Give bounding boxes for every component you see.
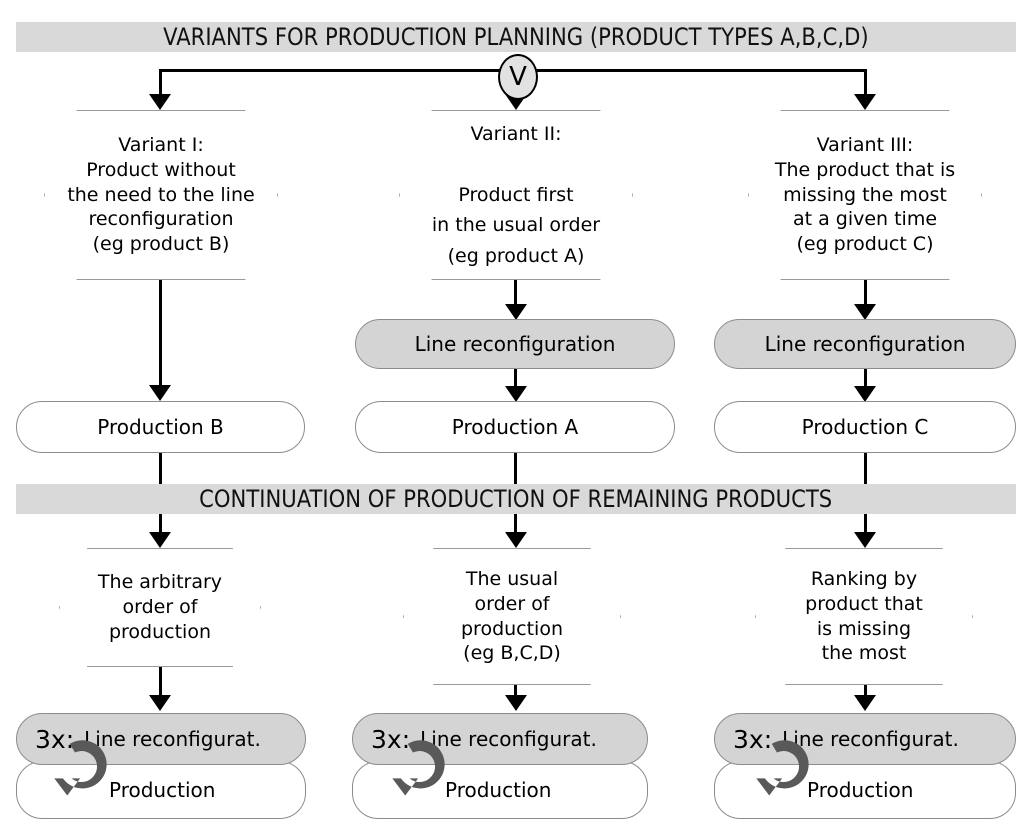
bus-arrow-left <box>149 94 171 110</box>
connector-orderhex3-to-loop <box>864 683 867 695</box>
arrow-v3-to-reconfiguration <box>854 304 876 320</box>
production-box-3-label: Production C <box>801 415 929 439</box>
connector-reconfiguration3-to-production <box>864 369 867 389</box>
order-hex-3[interactable]: Ranking by product that is missing the m… <box>755 548 973 685</box>
connector-reconfiguration2-to-production <box>514 369 517 389</box>
connector-v3-to-reconfiguration <box>864 278 867 306</box>
variant-hex-2[interactable]: Variant II: Product first in the usual o… <box>399 110 633 280</box>
reconfiguration-box-2[interactable]: Line reconfiguration <box>355 319 675 369</box>
bus-drop-left <box>159 69 162 99</box>
connector-banner-to-orderhex-3 <box>864 514 867 532</box>
loop-production-box-3[interactable]: Production <box>714 761 1016 819</box>
continuation-banner: CONTINUATION OF PRODUCTION OF REMAINING … <box>16 484 1016 514</box>
connector-banner-to-orderhex-1 <box>159 514 162 532</box>
loop-multiplier-1: 3x: <box>35 724 75 754</box>
connector-orderhex2-to-loop <box>514 683 517 695</box>
variant-hex-3-label: Variant III: The product that is missing… <box>774 134 956 256</box>
title-banner: VARIANTS FOR PRODUCTION PLANNING (PRODUC… <box>16 22 1016 52</box>
connector-orderhex1-to-loop <box>159 665 162 695</box>
variant-hex-2-label: Variant II: Product first in the usual o… <box>431 123 601 267</box>
loop-group-3: 3x: Line reconfigurat. Production <box>714 713 1016 823</box>
loop-reconfiguration-label-1: Line reconfigurat. <box>84 727 261 751</box>
production-box-3[interactable]: Production C <box>714 401 1016 453</box>
connector-banner-to-orderhex-2 <box>514 514 517 532</box>
reconfiguration-box-2-label: Line reconfiguration <box>414 332 616 356</box>
order-hex-1[interactable]: The arbitrary order of production <box>59 548 261 667</box>
continuation-banner-label: CONTINUATION OF PRODUCTION OF REMAINING … <box>199 485 833 513</box>
loop-multiplier-3: 3x: <box>733 724 773 754</box>
reconfiguration-box-3-label: Line reconfiguration <box>764 332 966 356</box>
arrow-banner-to-orderhex-2 <box>505 532 527 548</box>
loop-production-box-1[interactable]: Production <box>16 761 306 819</box>
loop-production-box-2[interactable]: Production <box>352 761 648 819</box>
loop-group-2: 3x: Line reconfigurat. Production <box>352 713 648 823</box>
variant-hex-1[interactable]: Variant I: Product without the need to t… <box>44 110 278 280</box>
production-box-2[interactable]: Production A <box>355 401 675 453</box>
arrow-reconfiguration2-to-production <box>505 386 527 402</box>
loop-reconfiguration-label-2: Line reconfigurat. <box>420 727 597 751</box>
or-junction-node: V <box>498 54 538 100</box>
loop-production-label-1: Production <box>109 778 216 802</box>
loop-reconfiguration-box-3[interactable]: 3x: Line reconfigurat. <box>714 713 1016 765</box>
connector-production2-to-banner <box>514 453 517 488</box>
loop-production-label-3: Production <box>807 778 914 802</box>
variant-hex-1-label: Variant I: Product without the need to t… <box>67 134 255 256</box>
arrow-banner-to-orderhex-1 <box>149 532 171 548</box>
loop-reconfiguration-label-3: Line reconfigurat. <box>782 727 959 751</box>
order-hex-2[interactable]: The usual order of production (eg B,C,D) <box>403 548 621 685</box>
production-box-1-label: Production B <box>97 415 224 439</box>
arrow-banner-to-orderhex-3 <box>854 532 876 548</box>
arrow-orderhex1-to-loop <box>149 695 171 711</box>
reconfiguration-box-3[interactable]: Line reconfiguration <box>714 319 1016 369</box>
bus-arrow-right <box>854 94 876 110</box>
production-box-2-label: Production A <box>451 415 579 439</box>
loop-group-1: 3x: Line reconfigurat. Production <box>16 713 306 823</box>
connector-v2-to-reconfiguration <box>514 278 517 306</box>
connector-v1-to-production <box>159 278 162 385</box>
connector-production3-to-banner <box>864 453 867 488</box>
junction-label: V <box>509 62 527 92</box>
title-banner-label: VARIANTS FOR PRODUCTION PLANNING (PRODUC… <box>163 23 869 51</box>
arrow-orderhex2-to-loop <box>505 695 527 711</box>
production-box-1[interactable]: Production B <box>16 401 305 453</box>
order-hex-1-label: The arbitrary order of production <box>97 571 223 643</box>
order-hex-3-label: Ranking by product that is missing the m… <box>805 568 923 665</box>
arrow-orderhex3-to-loop <box>854 695 876 711</box>
bus-drop-right <box>864 69 867 99</box>
order-hex-2-label: The usual order of production (eg B,C,D) <box>460 568 564 665</box>
loop-reconfiguration-box-2[interactable]: 3x: Line reconfigurat. <box>352 713 648 765</box>
loop-reconfiguration-box-1[interactable]: 3x: Line reconfigurat. <box>16 713 306 765</box>
arrow-v1-to-production <box>149 385 171 401</box>
loop-multiplier-2: 3x: <box>371 724 411 754</box>
connector-production1-to-banner <box>159 453 162 488</box>
arrow-v2-to-reconfiguration <box>505 304 527 320</box>
loop-production-label-2: Production <box>445 778 552 802</box>
arrow-reconfiguration3-to-production <box>854 386 876 402</box>
variant-hex-3[interactable]: Variant III: The product that is missing… <box>748 110 982 280</box>
